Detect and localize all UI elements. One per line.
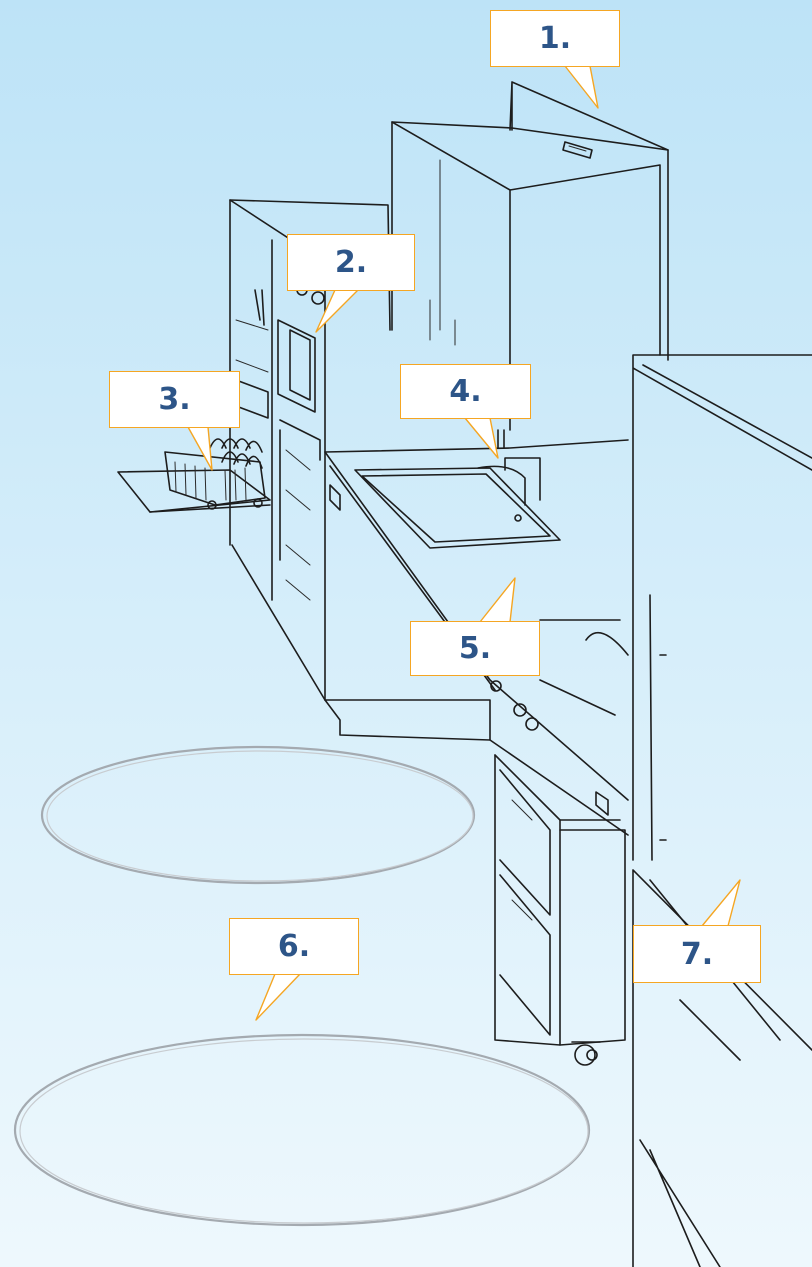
floor-ellipse-lower: [15, 1035, 589, 1225]
callout-5-tail: [480, 578, 515, 622]
right-tall-cabinet: [633, 355, 812, 1267]
mobile-cabinet: [495, 755, 625, 1065]
callout-7: 7.: [633, 925, 761, 983]
callout-6-label: 6.: [278, 929, 310, 964]
callout-7-tail: [702, 880, 740, 926]
callout-6-tail: [256, 974, 300, 1020]
callout-3-label: 3.: [158, 382, 190, 417]
callout-2-tail: [316, 290, 358, 332]
callout-4-label: 4.: [449, 374, 481, 409]
callout-1-tail: [565, 66, 598, 108]
callout-5: 5.: [410, 621, 540, 676]
callout-4-tail: [465, 418, 498, 458]
callout-2-label: 2.: [335, 245, 367, 280]
callout-6: 6.: [229, 918, 359, 975]
callout-1-label: 1.: [539, 21, 571, 56]
callout-1: 1.: [490, 10, 620, 67]
callout-5-label: 5.: [459, 631, 491, 666]
callout-2: 2.: [287, 234, 415, 291]
callout-7-label: 7.: [681, 937, 713, 972]
callout-4: 4.: [400, 364, 531, 419]
callout-3: 3.: [109, 371, 240, 428]
callout-3-tail: [188, 427, 212, 470]
floor-ellipse-upper: [42, 747, 474, 883]
